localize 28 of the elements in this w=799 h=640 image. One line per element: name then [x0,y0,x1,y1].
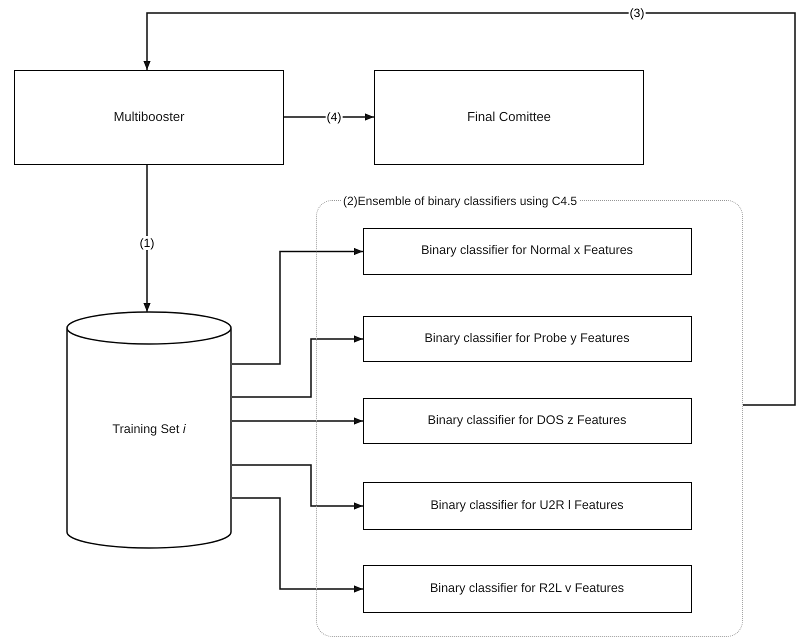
node-label: Binary classifier for Probe y Features [424,330,630,346]
arrow [232,464,363,510]
arrow [232,248,363,365]
process-box [362,228,692,274]
node-label: Final Comittee [466,109,552,126]
database-cylinder [66,312,232,548]
edge-label: (4) [326,110,342,124]
arrow [232,497,363,593]
node-label: Binary classifier for R2L v Features [428,580,626,596]
process-box [362,398,692,444]
arrow [143,165,151,312]
node-label: Binary classifier for Normal x Features [420,243,634,259]
edge-label: (3) [628,6,646,20]
arrow [232,417,363,425]
process-box [374,70,644,165]
arrow [232,335,363,398]
process-box [362,482,692,530]
arrow [143,12,796,406]
arrow [284,113,374,121]
process-box [362,564,692,612]
process-box [362,316,692,362]
group-heading: (2)Ensemble of binary classifiers using C4.5 [341,193,580,209]
node-label: Binary classifier for U2R l Features [429,498,625,514]
edge-label: (1) [138,236,156,250]
process-box [14,70,284,165]
node-label: Multibooster [112,109,186,126]
node-label: Training Set i [111,422,187,438]
node-label: Binary classifier for DOS z Features [426,412,628,428]
